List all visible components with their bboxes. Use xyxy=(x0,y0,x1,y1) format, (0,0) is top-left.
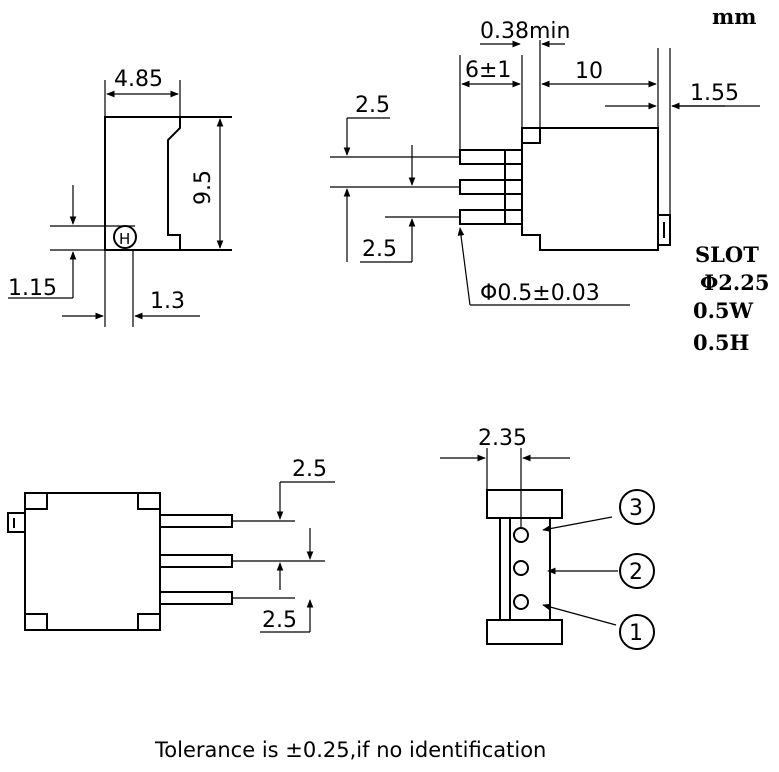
side-view: 2.5 2.5 0.38min 6±1 10 1.55 Φ0.5±0.03 xyxy=(330,19,760,306)
top-pin-2 xyxy=(159,554,233,568)
side-pitch-top-label: 2.5 xyxy=(355,93,390,118)
side-pin-diameter-label: Φ0.5±0.03 xyxy=(480,281,600,306)
tolerance-note: Tolerance is ±0.25,if no identification xyxy=(154,738,546,762)
side-clearance-label: 0.38min xyxy=(480,19,570,44)
end-width-label: 2.35 xyxy=(478,426,527,451)
corner-pad-bl xyxy=(24,613,48,631)
side-body-flange-top xyxy=(521,127,541,144)
top-view-body xyxy=(24,492,161,631)
pin-number-1-circle xyxy=(619,614,655,650)
end-view-body xyxy=(499,517,551,621)
pin-number-1: 1 xyxy=(629,621,643,646)
top-view: 2.5 2.5 xyxy=(7,457,335,633)
slot-title: SLOT xyxy=(695,242,759,267)
side-view-body xyxy=(521,127,659,251)
side-pin-1 xyxy=(459,149,523,165)
callout-3-leader xyxy=(542,516,613,532)
front-view: H 4.85 9.5 1.15 1.3 xyxy=(8,67,232,327)
end-pin-2 xyxy=(513,560,529,576)
pin-number-3: 3 xyxy=(629,496,643,521)
end-view: 2.35 3 2 1 xyxy=(440,426,655,650)
end-pin-1 xyxy=(513,594,529,610)
end-view-bottom-cap xyxy=(486,619,563,645)
top-pitch-bottom-label: 2.5 xyxy=(262,608,297,633)
slot-width: 0.5W xyxy=(693,298,754,323)
top-view-slot xyxy=(7,512,25,533)
top-pin-3 xyxy=(159,591,233,605)
pin-number-2: 2 xyxy=(629,560,643,585)
screw-symbol: H xyxy=(119,230,130,248)
pin-number-3-circle xyxy=(619,489,655,525)
corner-pad-br xyxy=(137,613,161,631)
top-pin-1 xyxy=(159,514,233,528)
units-label: mm xyxy=(712,4,756,29)
side-pin-length-label: 6±1 xyxy=(465,58,511,83)
front-view-body xyxy=(104,116,181,251)
slot-spec: SLOT Φ2.25 0.5W 0.5H xyxy=(693,242,769,355)
end-view-top-cap xyxy=(486,489,563,519)
corner-pad-tl xyxy=(24,492,48,510)
end-pin-3 xyxy=(513,527,529,543)
front-offset-label: 1.15 xyxy=(8,276,57,301)
callout-1-leader xyxy=(542,603,617,626)
front-width-label: 4.85 xyxy=(114,67,163,92)
side-slot-depth-label: 1.55 xyxy=(690,81,739,106)
side-pin-2 xyxy=(459,179,523,195)
top-pitch-top-label: 2.5 xyxy=(292,457,327,482)
slot-diameter: Φ2.25 xyxy=(700,270,769,295)
pin-diameter-leader xyxy=(457,227,471,306)
side-pitch-bottom-label: 2.5 xyxy=(362,237,397,262)
front-height-label: 9.5 xyxy=(191,170,216,205)
side-pin-3 xyxy=(459,209,523,225)
pin-number-2-circle xyxy=(619,553,655,589)
corner-pad-tr xyxy=(137,492,161,510)
slot-height: 0.5H xyxy=(693,330,749,355)
side-body-depth-label: 10 xyxy=(575,59,603,84)
side-slot-detail xyxy=(658,214,671,246)
front-pin-offset-label: 1.3 xyxy=(150,289,185,314)
